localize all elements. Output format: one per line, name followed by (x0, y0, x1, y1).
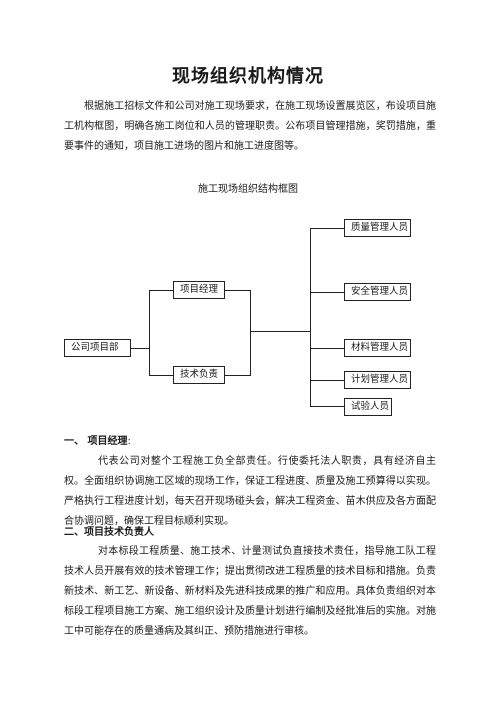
section-heading-tail: : (127, 436, 131, 447)
section-body-technical-lead: 对本标段工程质量、施工技术、计量测试负直接技术责任，指导施工队工程技术人员开展有… (64, 546, 436, 637)
org-chart-caption: 施工现场组织结构框图 (198, 184, 298, 195)
section-heading-project-manager: 一、 项目经理: (64, 432, 131, 447)
section-number: 一、 (64, 436, 84, 447)
org-box-project-manager: 项目经理 (173, 281, 225, 299)
connector-quality (310, 228, 344, 229)
section-body-project-manager: 代表公司对整个工程施工负全部责任。行使委托法人职责，具有经济自主权。全面组织协调… (64, 456, 436, 527)
org-box-material-staff: 材料管理人员 (344, 339, 411, 357)
connector-tech-right (224, 375, 250, 376)
connector-root (130, 348, 149, 349)
section-heading-text: 项目经理 (87, 436, 128, 447)
section-heading-text: 项目技术负责人 (84, 527, 154, 538)
connector-to-manager (149, 290, 173, 291)
section-number: 二、 (64, 527, 84, 538)
org-box-planning-staff: 计划管理人员 (344, 371, 411, 389)
org-box-quality-staff: 质量管理人员 (344, 219, 411, 237)
connector-test (310, 406, 344, 407)
connector-plan (310, 380, 344, 381)
connector-safety (310, 292, 344, 293)
connector-material (310, 348, 344, 349)
connector-staff-trunk (310, 228, 311, 407)
org-box-company-project-dept: 公司项目部 (64, 339, 131, 357)
connector-to-tech (149, 375, 173, 376)
connector-mid-trunk (250, 290, 251, 376)
connector-trunk-left (149, 290, 150, 375)
page-title: 现场组织机构情况 (172, 66, 324, 87)
org-box-safety-staff: 安全管理人员 (344, 283, 411, 301)
connector-mid-to-staff (250, 331, 310, 332)
intro-paragraph: 根据施工招标文件和公司对施工现场要求，在施工现场设置展览区，布设项目施工机构框图… (64, 101, 436, 152)
org-box-testing-staff: 试验人员 (344, 398, 392, 416)
section-heading-technical-lead: 二、项目技术负责人 (64, 523, 154, 538)
connector-manager-right (224, 290, 250, 291)
org-box-technical-lead: 技术负责 (173, 366, 225, 384)
